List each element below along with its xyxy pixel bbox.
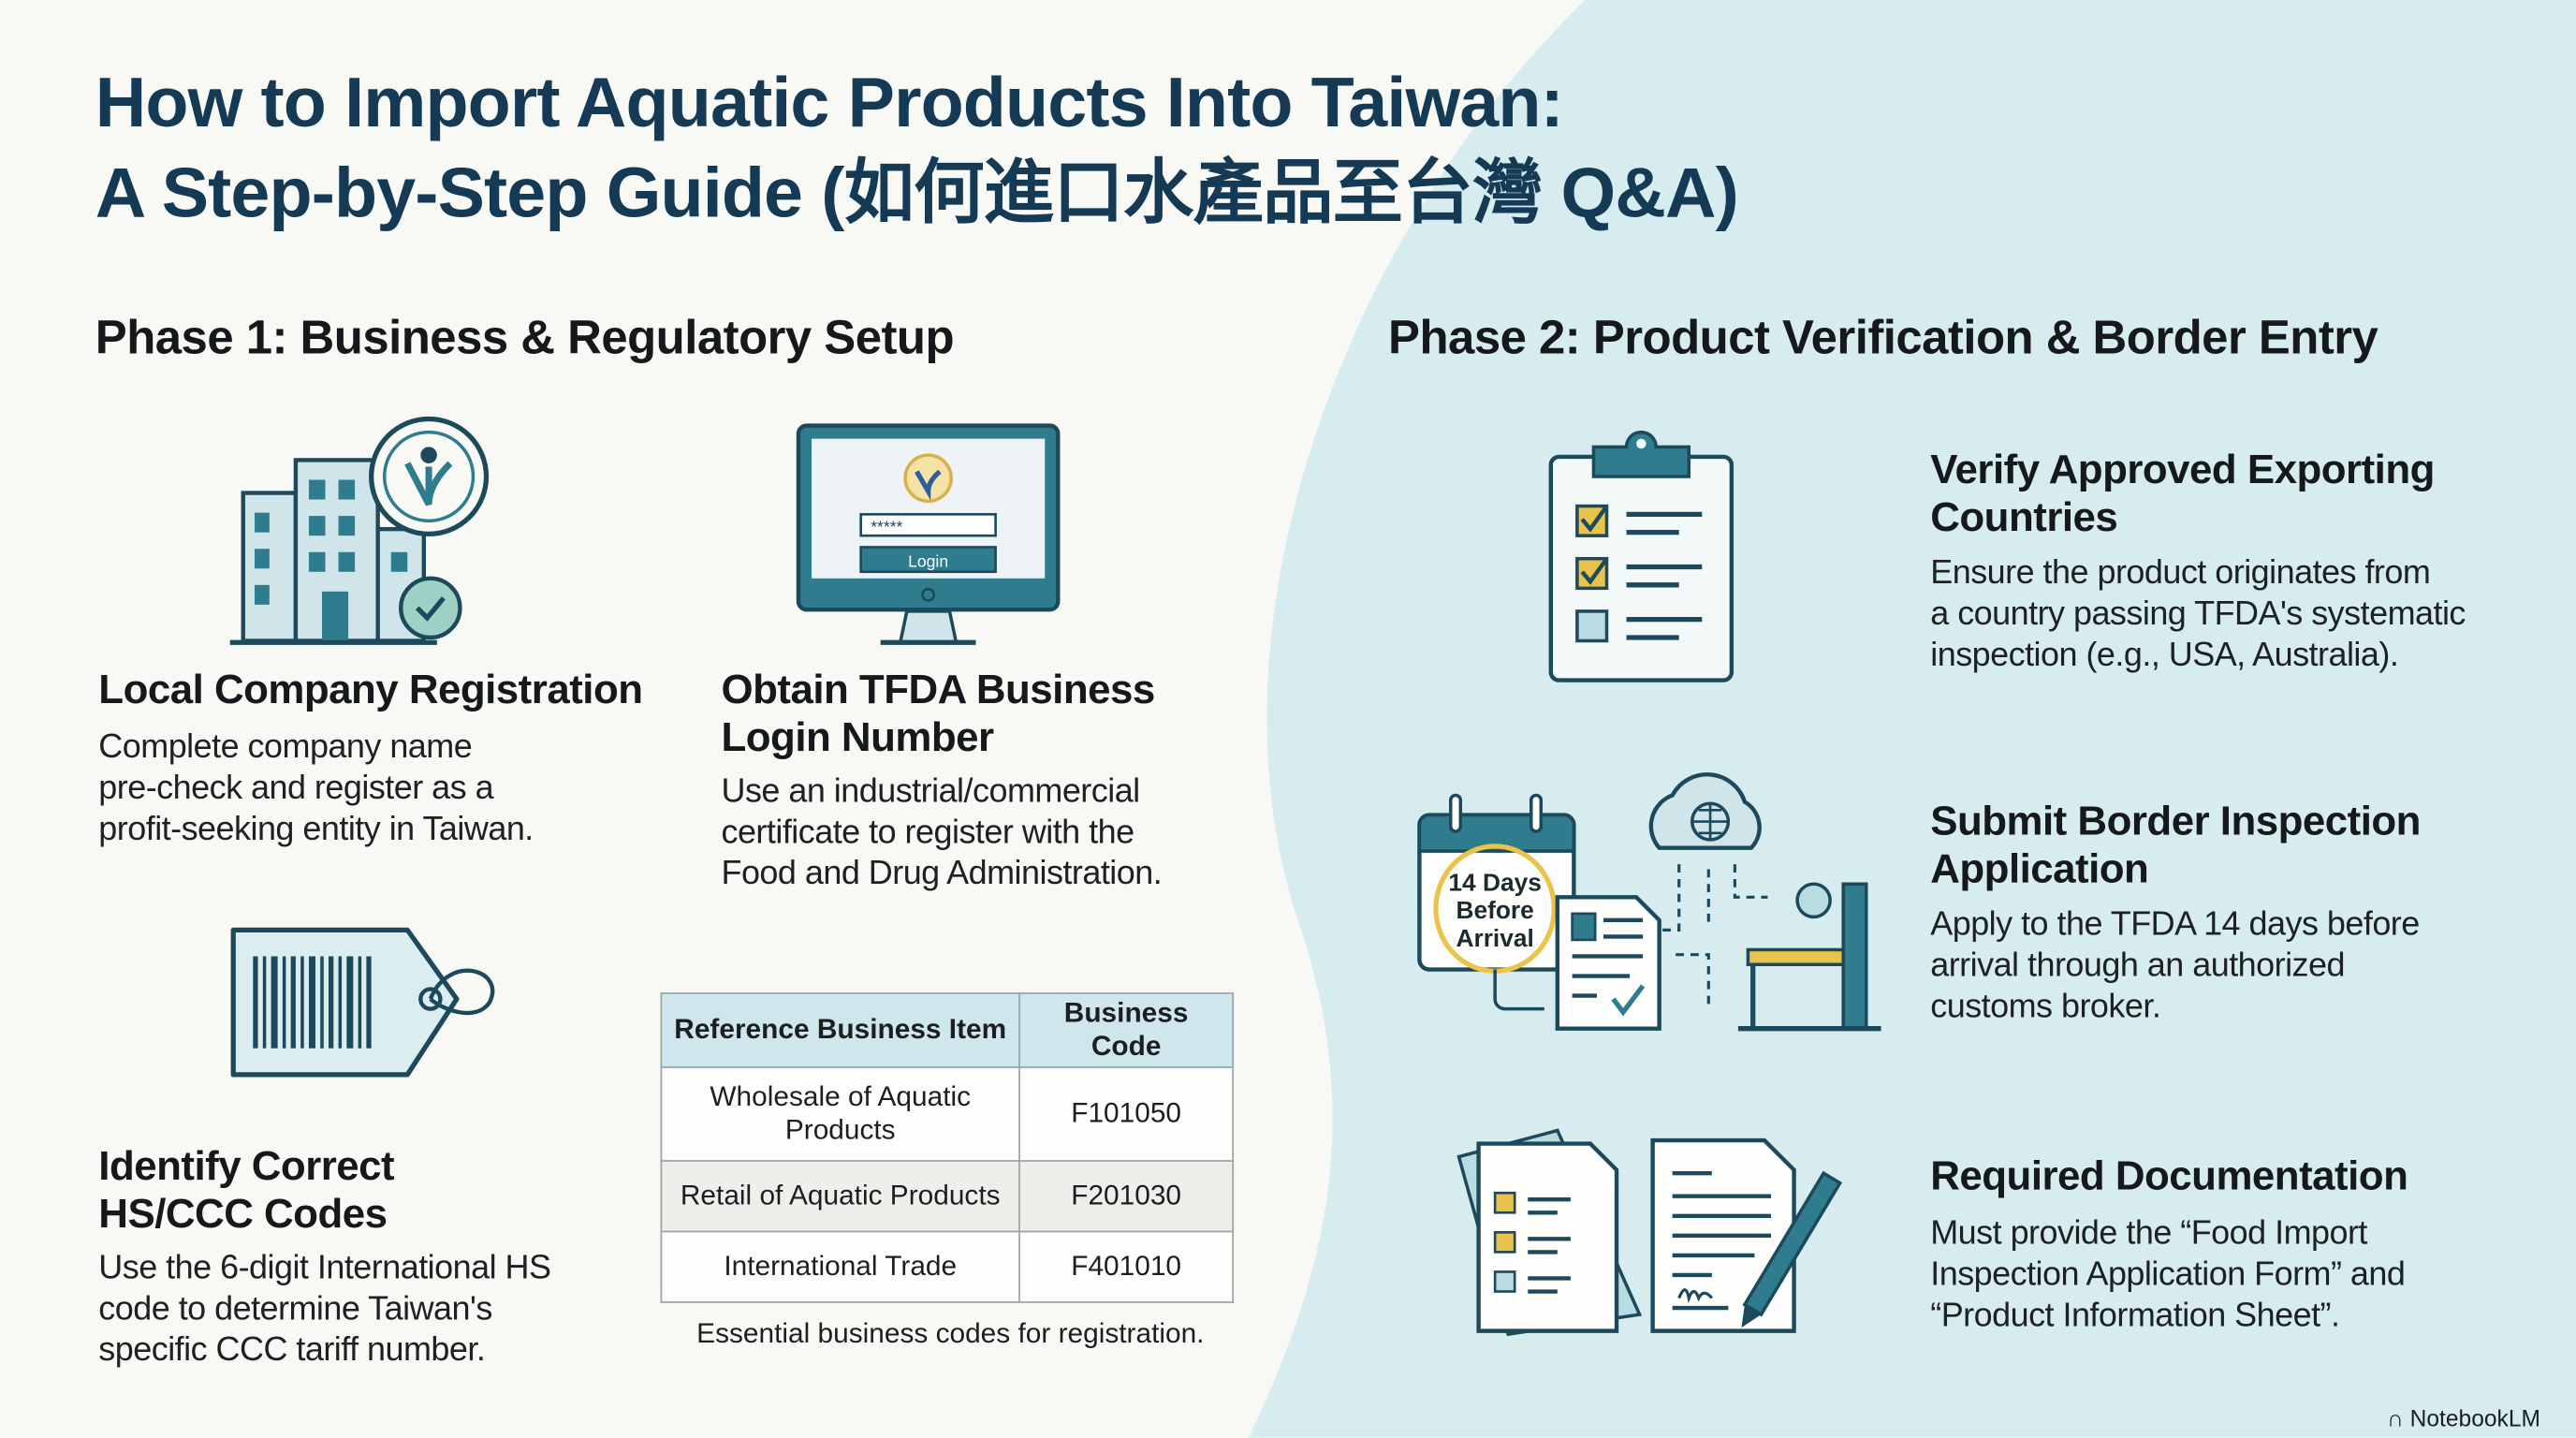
table-header-row: Reference Business Item Business Code xyxy=(660,992,1235,1068)
table-cell: International Trade xyxy=(660,1230,1020,1303)
calendar-label: Before xyxy=(1456,896,1533,924)
title-line-2: A Step-by-Step Guide (如何進口水產品至台灣 Q&A) xyxy=(95,154,1739,234)
calendar-cloud-gate-icon: 14 Days Before Arrival xyxy=(1417,772,1881,1032)
step-local-company-desc: Complete company name pre-check and regi… xyxy=(98,726,534,850)
desc-line: Must provide the “Food Import xyxy=(1930,1214,2367,1253)
desc-line: Inspection Application Form” and xyxy=(1930,1255,2406,1294)
business-codes-table: Reference Business Item Business Code Wh… xyxy=(660,992,1235,1303)
step-border-inspection-desc: Apply to the TFDA 14 days before arrival… xyxy=(1930,903,2420,1027)
desc-line: Apply to the TFDA 14 days before xyxy=(1930,905,2420,944)
step-hs-codes-title: Identify Correct HS/CCC Codes xyxy=(98,1144,394,1240)
calendar-label: 14 Days xyxy=(1448,868,1541,896)
step-hs-codes-desc: Use the 6-digit International HS code to… xyxy=(98,1247,551,1371)
password-mask: ***** xyxy=(871,518,902,536)
phase1-heading: Phase 1: Business & Regulatory Setup xyxy=(95,312,955,365)
calendar-label: Arrival xyxy=(1456,924,1533,952)
table-cell: F101050 xyxy=(1018,1066,1235,1162)
table-cell: Retail of Aquatic Products xyxy=(660,1160,1020,1233)
desc-line: customs broker. xyxy=(1930,987,2161,1026)
title-line: Submit Border Inspection xyxy=(1930,798,2421,845)
desc-line: code to determine Taiwan's xyxy=(98,1289,492,1328)
step-local-company-title: Local Company Registration xyxy=(98,667,643,713)
step-tfda-login-title: Obtain TFDA Business Login Number xyxy=(721,667,1155,763)
desc-line: a country passing TFDA's systematic xyxy=(1930,594,2466,633)
notebooklm-logo-icon: ∩ xyxy=(2387,1404,2410,1431)
desc-line: pre-check and register as a xyxy=(98,769,494,807)
table-cell: F201030 xyxy=(1018,1160,1235,1233)
barcode-tag-icon xyxy=(230,927,495,1078)
table-cell: F401010 xyxy=(1018,1230,1235,1303)
table-row: Retail of Aquatic Products F201030 xyxy=(660,1160,1235,1233)
step-required-docs-desc: Must provide the “Food Import Inspection… xyxy=(1930,1212,2406,1336)
title-line: Verify Approved Exporting xyxy=(1930,447,2435,493)
title-line: Obtain TFDA Business xyxy=(721,667,1155,713)
step-border-inspection-title: Submit Border Inspection Application xyxy=(1930,799,2421,894)
column-header: Business Code xyxy=(1018,992,1235,1068)
monitor-login-icon: ***** Login xyxy=(796,423,1061,645)
table-row: Wholesale of Aquatic Products F101050 xyxy=(660,1066,1235,1162)
title-line: Countries xyxy=(1930,494,2118,541)
table-cell: Wholesale of Aquatic Products xyxy=(660,1066,1020,1162)
desc-line: Food and Drug Administration. xyxy=(721,854,1163,893)
desc-line: profit-seeking entity in Taiwan. xyxy=(98,810,534,848)
step-required-docs-title: Required Documentation xyxy=(1930,1153,2408,1200)
desc-line: Complete company name xyxy=(98,727,473,766)
documents-pen-icon xyxy=(1456,1128,1843,1337)
desc-line: certificate to register with the xyxy=(721,813,1134,852)
phase2-heading: Phase 2: Product Verification & Border E… xyxy=(1388,312,2378,365)
title-line-1: How to Import Aquatic Products Into Taiw… xyxy=(95,64,1564,143)
desc-line: Use the 6-digit International HS xyxy=(98,1248,551,1287)
title-line: Login Number xyxy=(721,714,994,761)
step-verify-countries-title: Verify Approved Exporting Countries xyxy=(1930,447,2435,542)
table-row: International Trade F401010 xyxy=(660,1230,1235,1303)
desc-line: arrival through an authorized xyxy=(1930,946,2345,985)
column-header: Reference Business Item xyxy=(660,992,1020,1068)
desc-line: specific CCC tariff number. xyxy=(98,1330,486,1369)
title-line: Application xyxy=(1930,845,2149,893)
step-tfda-login-desc: Use an industrial/commercial certificate… xyxy=(721,770,1162,894)
table-caption: Essential business codes for registratio… xyxy=(696,1317,1205,1349)
desc-line: Use an industrial/commercial xyxy=(721,771,1140,811)
title-line: Identify Correct xyxy=(98,1143,395,1190)
desc-line: inspection (e.g., USA, Australia). xyxy=(1930,636,2399,674)
login-button: Login xyxy=(908,552,948,571)
building-with-seal-icon xyxy=(229,416,490,645)
desc-line: Ensure the product originates from xyxy=(1930,553,2431,592)
notebooklm-watermark: ∩ NotebookLM xyxy=(2387,1405,2540,1431)
checklist-clipboard-icon xyxy=(1548,430,1734,682)
title-line: HS/CCC Codes xyxy=(98,1191,388,1238)
desc-line: “Product Information Sheet”. xyxy=(1930,1296,2340,1335)
brand-label: NotebookLM xyxy=(2409,1404,2540,1431)
step-verify-countries-desc: Ensure the product originates from a cou… xyxy=(1930,552,2466,676)
